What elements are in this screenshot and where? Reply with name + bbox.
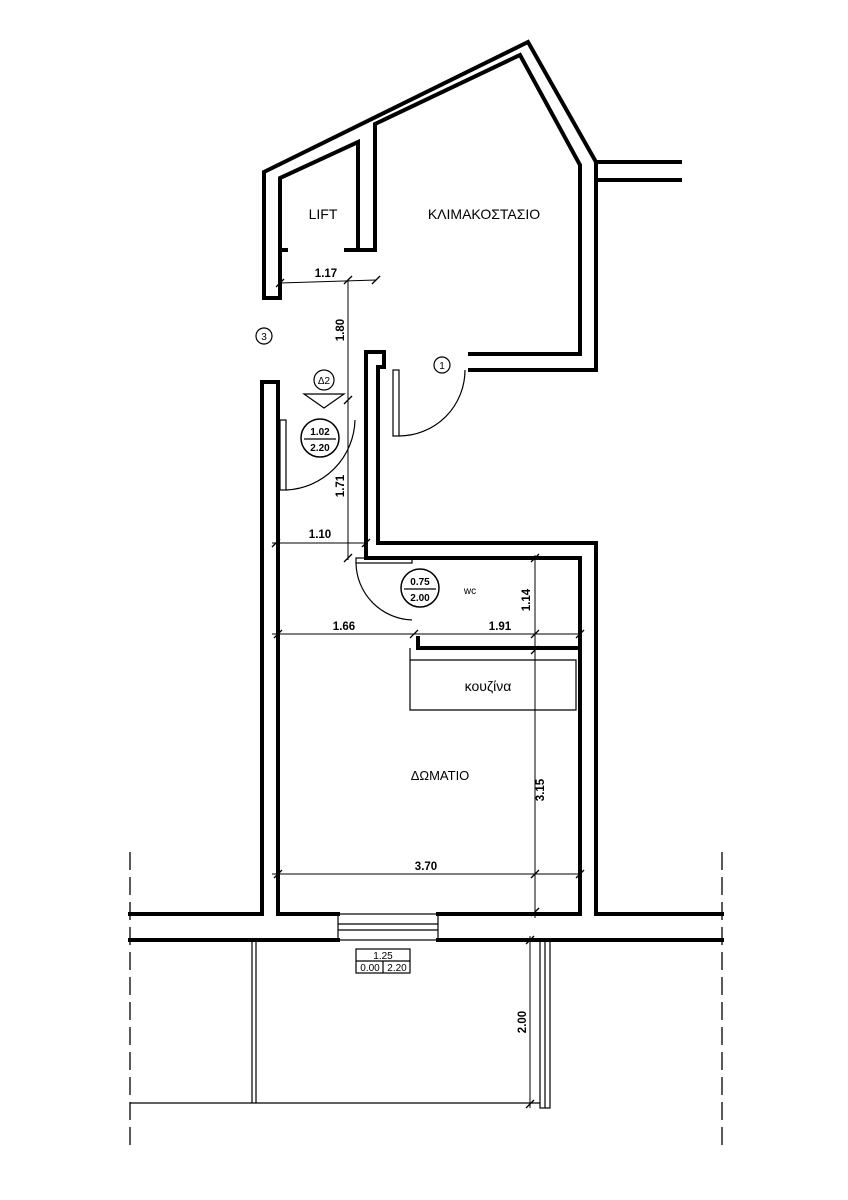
doors (279, 369, 466, 621)
dim-hall-width: 1.10 (309, 529, 331, 541)
svg-text:1: 1 (439, 361, 445, 372)
stair-door-leaf (392, 369, 400, 437)
door-tag-entrance: 1.02 2.20 (300, 418, 340, 458)
kitchen-counter (409, 648, 577, 711)
dim-lift-width: 1.17 (315, 268, 337, 280)
lift-inner-wall (278, 138, 360, 300)
window-tag: 1.25 0.00 2.20 (355, 948, 411, 974)
stair-outer-right (594, 160, 682, 182)
dim-left-span: 1.66 (333, 621, 355, 633)
window-tag-width: 1.25 (373, 951, 393, 962)
dim-wc-depth: 1.14 (521, 588, 533, 611)
dim-room-depth: 3.15 (535, 778, 547, 801)
balcony (130, 939, 551, 1109)
dim-corridor-a: 1.80 (335, 319, 347, 341)
dim-corridor-b: 1.71 (335, 474, 347, 497)
entrance-door-leaf (279, 419, 287, 491)
marker-1: 1 (433, 356, 451, 374)
grid-lines (129, 852, 723, 1145)
lift-outer-wall (262, 39, 682, 300)
corridor-left-inner (260, 380, 280, 916)
door-tag-wc: 0.75 2.00 (400, 568, 440, 608)
wc-inner-wall (416, 636, 582, 650)
corridor-right-inner (364, 350, 724, 916)
entrance-door-swing (285, 419, 356, 491)
dim-balcony-depth: 2.00 (517, 1011, 529, 1033)
door-tag-wc-height: 2.00 (410, 593, 430, 604)
dim-room-width: 3.70 (415, 861, 437, 873)
section-marker: Δ2 (302, 369, 346, 409)
door-tag-entrance-width: 1.02 (310, 427, 330, 438)
stair-door-swing (398, 369, 466, 437)
dim-wc-width: 1.91 (489, 621, 512, 633)
section-label: Δ2 (318, 376, 331, 387)
window-tag-head: 2.20 (387, 963, 407, 974)
room-bottom-wall-right (416, 556, 582, 916)
window-tag-sill: 0.00 (360, 963, 380, 974)
stair-partition (356, 52, 582, 356)
stair-outer-right-2 (468, 178, 598, 372)
lift-left-jamb (262, 248, 288, 300)
door-tag-wc-width: 0.75 (410, 577, 430, 588)
svg-text:3: 3 (261, 332, 267, 343)
dimension-lines (271, 275, 585, 1109)
room-label-room: ΔΩΜΑΤΙΟ (411, 768, 470, 783)
walls (128, 39, 724, 942)
room-label-wc: wc (463, 586, 476, 597)
balcony-window (337, 913, 439, 941)
room-label-stair: ΚΛΙΜΑΚΟΣΤΑΣΙΟ (428, 206, 540, 222)
wc-door-leaf (355, 557, 413, 564)
corridor-right-wall (364, 350, 420, 560)
room-label-kitchen: κουζίνα (465, 678, 512, 694)
door-tag-entrance-height: 2.20 (310, 443, 330, 454)
marker-3: 3 (255, 327, 273, 345)
wc-door-swing (355, 562, 413, 621)
room-label-lift: LIFT (309, 206, 338, 222)
corridor-left-wall (128, 380, 264, 916)
